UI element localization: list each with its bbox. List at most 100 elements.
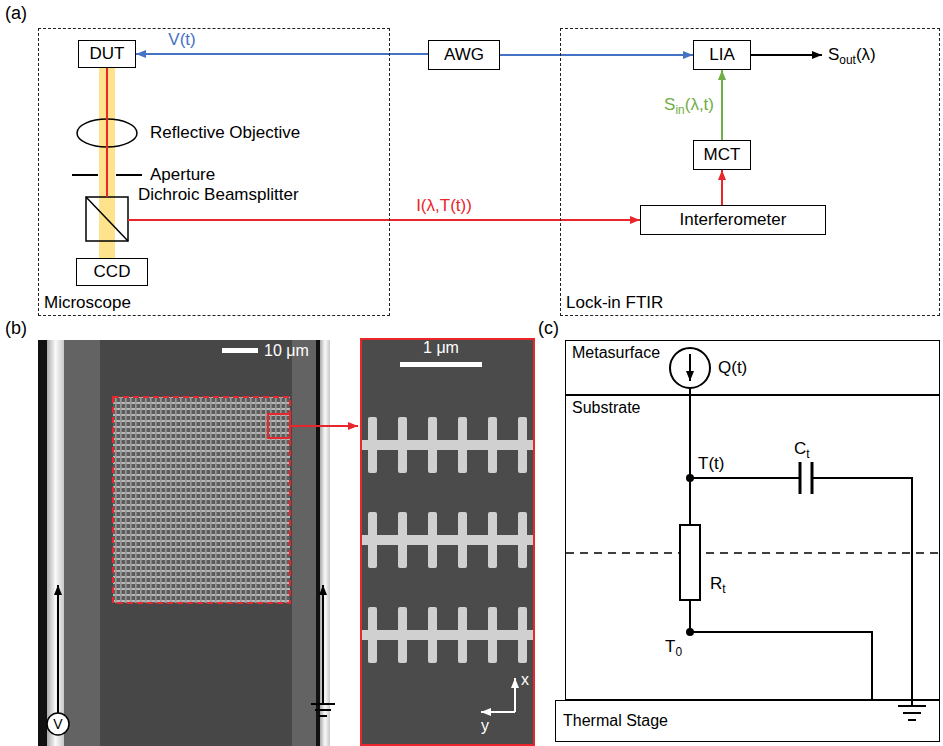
signal-connector	[721, 170, 723, 205]
light-beam	[99, 68, 115, 258]
layer-region: Metasurface	[565, 340, 940, 395]
circuit-node	[686, 628, 694, 636]
wire	[690, 632, 872, 700]
node-label: DUT	[90, 44, 125, 64]
circuit-label: T(t)	[698, 454, 724, 474]
circuit-label: Q(t)	[718, 358, 747, 378]
wire	[812, 478, 912, 706]
current-arrow	[322, 585, 324, 704]
layer-divider	[566, 552, 939, 554]
current-arrow	[57, 585, 59, 713]
node-label: CCD	[94, 262, 131, 282]
circuit-label: Rt	[710, 574, 726, 594]
electrode	[47, 340, 64, 746]
detector-box: MCT	[693, 140, 751, 170]
axis-arrow	[514, 678, 516, 712]
metasurface-array	[113, 397, 290, 603]
output-arrow	[751, 54, 822, 56]
node-label: Interferometer	[680, 210, 787, 230]
signal-connector	[500, 54, 693, 56]
subscript: t	[806, 447, 809, 461]
capacitor-symbol	[799, 462, 802, 494]
ground-symbol	[898, 705, 926, 707]
layer-region: Substrate	[565, 395, 940, 700]
panel-label: (b)	[5, 318, 27, 339]
axis-arrow	[481, 711, 515, 713]
edge-label: I(λ,T(t))	[416, 196, 472, 216]
sem-shadow	[38, 340, 47, 746]
contact-pad	[64, 340, 100, 746]
zoom-arrow	[290, 425, 358, 427]
device-box: DUT	[78, 40, 136, 68]
current-source	[670, 348, 710, 388]
edge-label: Sin(λ,t)	[664, 95, 714, 115]
electrode	[320, 340, 330, 746]
camera-box: CCD	[76, 258, 148, 286]
signal-connector	[106, 68, 108, 197]
node-label: Microscope	[44, 293, 131, 313]
node-label: Substrate	[572, 399, 640, 417]
subscript: 0	[675, 645, 682, 659]
sem-image	[38, 340, 330, 746]
wire	[689, 388, 691, 525]
circuit-node	[686, 474, 694, 482]
generator-box: AWG	[428, 40, 500, 70]
signal-connector	[128, 219, 640, 221]
group-frame: Lock-in FTIR LIA MCT Interferometer	[560, 28, 940, 316]
circuit-label: Ct	[794, 439, 810, 459]
aperture-plate	[116, 174, 142, 176]
sem-shadow	[316, 340, 320, 746]
scale-label: 10 μm	[264, 342, 309, 360]
node-label: MCT	[704, 145, 741, 165]
axis-label: x	[521, 671, 529, 689]
subscript: out	[839, 53, 856, 67]
scale-label: 1 μm	[423, 339, 459, 357]
panel-label: (a)	[5, 3, 27, 24]
node-label: Thermal Stage	[563, 712, 668, 730]
voltage-source	[47, 713, 69, 735]
amplifier-box: LIA	[693, 40, 751, 70]
subscript: t	[722, 582, 725, 596]
wire	[689, 600, 691, 632]
node-label: Lock-in FTIR	[566, 293, 663, 313]
node-label: LIA	[709, 45, 735, 65]
ground-symbol	[311, 703, 335, 705]
signal-connector	[136, 53, 428, 55]
wire	[690, 477, 800, 479]
panel-label: (c)	[538, 318, 559, 339]
beamsplitter-cube	[86, 197, 128, 241]
node-label: Dichroic Beamsplitter	[138, 185, 299, 205]
zoom-box	[268, 414, 290, 438]
edge-label: V(t)	[168, 30, 195, 50]
circuit-label: T0	[665, 637, 682, 657]
signal-connector	[721, 70, 723, 140]
signal-name: Sout(λ)	[828, 45, 876, 65]
node-label: AWG	[444, 45, 484, 65]
ground-symbol	[315, 709, 331, 711]
source-arrow	[689, 354, 691, 381]
subscript: in	[675, 103, 684, 117]
scale-bar	[400, 362, 482, 367]
ground-symbol	[319, 715, 327, 717]
resistor-symbol	[680, 525, 700, 600]
beamsplitter-mirror	[86, 197, 128, 241]
interferometer-box: Interferometer	[640, 205, 826, 235]
part-label: Reflective Objective	[150, 123, 300, 143]
sem-inset	[361, 339, 534, 745]
aperture-plate	[72, 174, 98, 176]
array-outline	[113, 397, 290, 603]
source-label: V	[53, 716, 62, 732]
beamsplitter-box: Dichroic Beamsplitter	[86, 197, 128, 241]
axis-label: y	[481, 717, 489, 735]
ground-symbol	[908, 719, 916, 721]
scale-bar	[222, 348, 258, 353]
node-label: Metasurface	[572, 344, 660, 362]
comb-structure	[362, 417, 533, 473]
comb-structure	[362, 607, 533, 663]
part-label: Aperture	[150, 165, 215, 185]
ground-symbol	[903, 712, 921, 714]
contact-pad	[292, 340, 316, 746]
